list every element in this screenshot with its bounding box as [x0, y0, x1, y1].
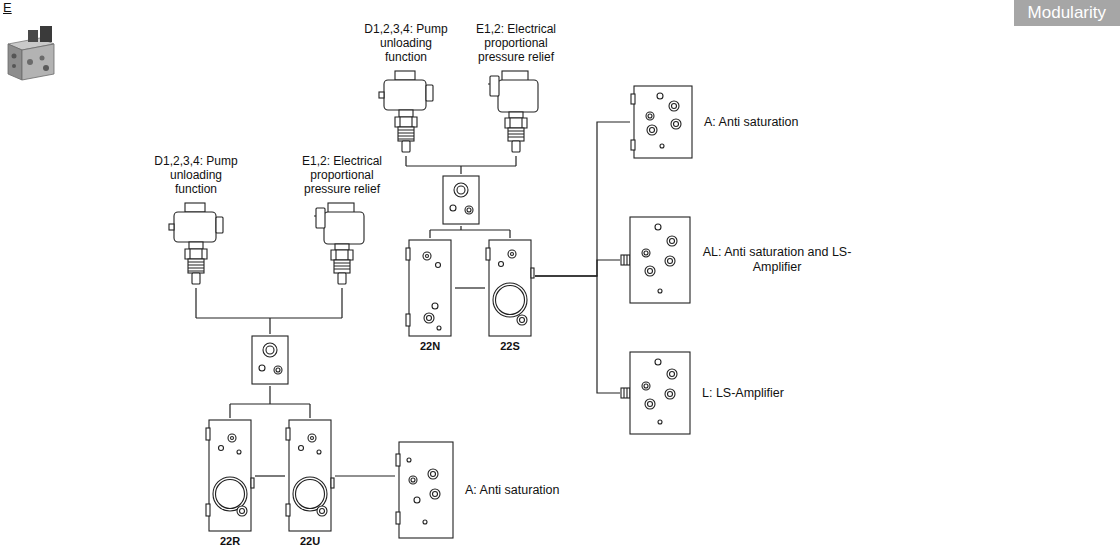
connector-line [335, 475, 395, 476]
valve-block: 22N [405, 238, 455, 353]
valve-block-drawing [406, 240, 451, 336]
part-label: E1,2: Electrical proportional pressure r… [294, 154, 390, 196]
add-on-block: A: Anti saturation [395, 440, 560, 540]
solenoid-valve-drawing [488, 71, 538, 152]
add-on-block-picture [620, 215, 692, 305]
valve-block: 22U [285, 418, 335, 548]
solenoid-valve-picture [314, 202, 370, 286]
add-on-block-picture [620, 350, 692, 436]
product-photo [8, 26, 54, 80]
connector-line [535, 276, 620, 393]
valve-block: 22S [485, 238, 535, 353]
solenoid-valve-picture [168, 202, 224, 286]
valve-block-drawing [206, 420, 254, 531]
block-code: 22N [420, 340, 440, 353]
solenoid-valve-picture [378, 70, 434, 154]
valve-block-picture [405, 238, 455, 338]
solenoid-valve: E1,2: Electrical proportional pressure r… [468, 22, 564, 154]
tab-text: Modularity [1028, 3, 1106, 23]
valve-block-drawing [286, 420, 334, 531]
valve-block-picture [285, 418, 335, 533]
add-on-block: A: Anti saturation [630, 84, 799, 160]
add-on-block: L: LS-Amplifier [620, 350, 784, 436]
solenoid-valve-drawing [379, 71, 433, 152]
part-label: L: LS-Amplifier [702, 386, 784, 401]
adapter-block [252, 336, 288, 384]
section-tab: Modularity [1014, 0, 1120, 26]
block-code: 22R [220, 535, 240, 548]
add-on-block-drawing [621, 352, 690, 434]
part-label: A: Anti saturation [704, 115, 799, 130]
part-label: E1,2: Electrical proportional pressure r… [468, 22, 564, 64]
add-on-block: AL: Anti saturation and LS-Amplifier [620, 215, 852, 305]
part-label: D1,2,3,4: Pump unloading function [148, 154, 244, 196]
block-code: 22S [500, 340, 520, 353]
connector-line [455, 287, 485, 288]
adapter-block [443, 176, 479, 224]
solenoid-valve: D1,2,3,4: Pump unloading function [148, 154, 244, 286]
connector-line [535, 122, 630, 276]
section-letter: E [3, 0, 12, 15]
block-code: 22U [300, 535, 320, 548]
valve-block-picture [205, 418, 255, 533]
solenoid-valve: E1,2: Electrical proportional pressure r… [294, 154, 390, 286]
add-on-block-drawing [621, 217, 690, 303]
add-on-block-picture [630, 84, 694, 160]
valve-block-drawing [486, 240, 534, 336]
solenoid-valve: D1,2,3,4: Pump unloading function [358, 22, 454, 154]
solenoid-valve-drawing [169, 203, 223, 284]
add-on-block-drawing [396, 442, 453, 538]
add-on-block-drawing [631, 86, 692, 158]
part-label: A: Anti saturation [465, 483, 560, 498]
valve-block: 22R [205, 418, 255, 548]
part-label: AL: Anti saturation and LS-Amplifier [702, 245, 852, 275]
connector-line [535, 260, 620, 276]
part-label: D1,2,3,4: Pump unloading function [358, 22, 454, 64]
solenoid-valve-picture [488, 70, 544, 154]
connector-line [255, 475, 285, 476]
solenoid-valve-drawing [314, 203, 364, 284]
valve-block-picture [485, 238, 535, 338]
add-on-block-picture [395, 440, 455, 540]
